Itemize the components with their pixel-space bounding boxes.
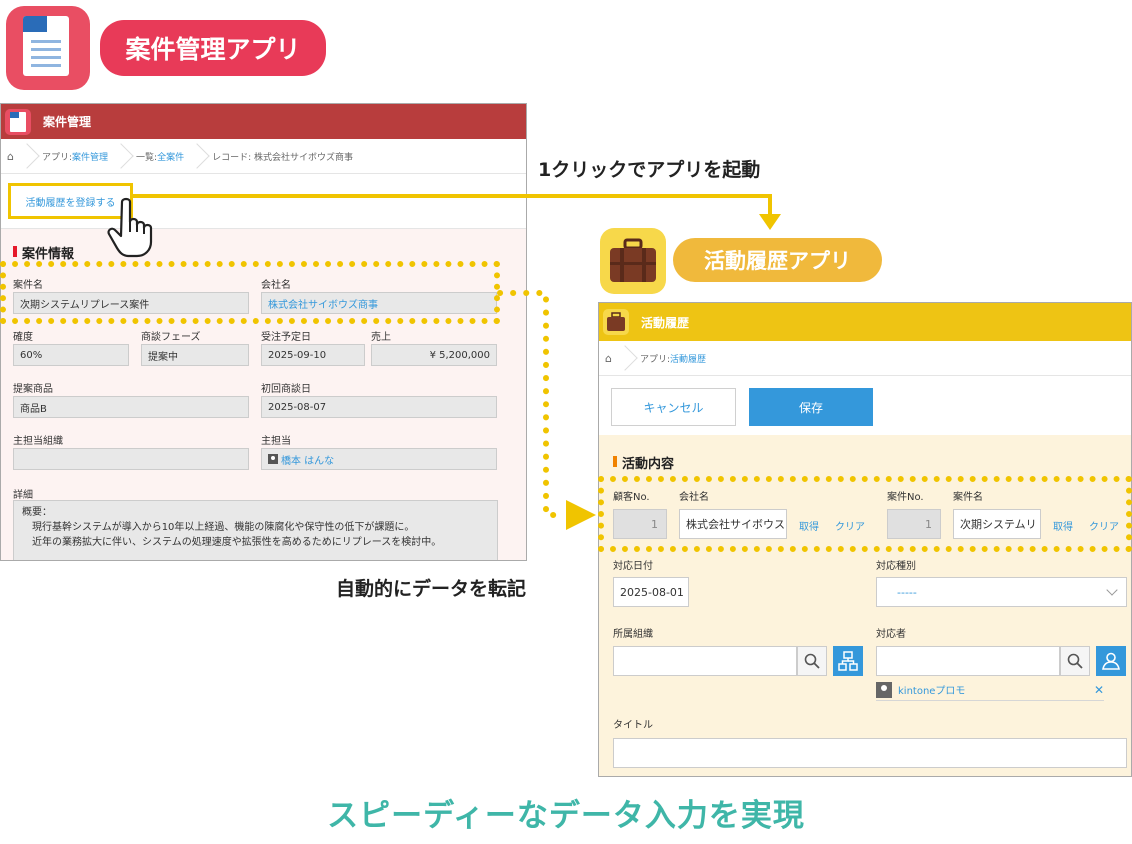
product-value: 商品B [13, 396, 249, 418]
window-titlebar: 案件管理 [1, 104, 526, 139]
breadcrumb-app[interactable]: アプリ:活動履歴 [639, 354, 707, 365]
target-fields-highlight [598, 476, 1132, 552]
type-label: 対応種別 [876, 561, 916, 572]
briefcase-icon [603, 309, 629, 335]
case-name-value: 次期システムリプレース案件 [13, 292, 249, 314]
breadcrumb-app[interactable]: アプリ:案件管理 [41, 152, 109, 163]
breadcrumb-list[interactable]: 一覧:全案件 [136, 152, 185, 163]
window-title: 活動履歴 [641, 315, 690, 330]
auto-copy-caption: 自動的にデータを転記 [336, 578, 527, 600]
case-record-window: 案件管理 ⌂ アプリ:案件管理 一覧:全案件 レコード: 株式会社サイボウズ商事… [0, 103, 527, 561]
org-chart-icon [838, 651, 858, 671]
sales-label: 売上 [371, 332, 391, 343]
owner-label: 主担当 [261, 436, 291, 447]
order-date-label: 受注予定日 [261, 332, 311, 343]
detail-label: 詳細 [13, 490, 33, 501]
hand-cursor-icon [107, 197, 153, 258]
selected-user-chip: kintoneプロモ ✕ [876, 679, 1104, 701]
detail-value: 概要： 現行基幹システムが導入から10年以上経過、機能の陳腐化や保守性の低下が課… [13, 500, 498, 560]
remove-user-icon[interactable]: ✕ [1093, 682, 1104, 697]
window-title: 案件管理 [43, 115, 92, 129]
search-icon [1067, 653, 1083, 669]
customer-no-field: 1 [613, 509, 667, 539]
user-icon [1102, 652, 1120, 670]
case-app-label: 案件管理アプリ [100, 20, 326, 76]
org-tree-button[interactable] [833, 646, 863, 676]
sales-value: ¥ 5,200,000 [371, 344, 497, 366]
customer-clear-link[interactable]: クリア [835, 522, 865, 533]
org-value [13, 448, 249, 470]
breadcrumb: ⌂ アプリ:案件管理 一覧:全案件 レコード: 株式会社サイボウズ商事 [1, 139, 526, 174]
detail-line: 概要： [22, 507, 52, 518]
section-title: 案件情報 [13, 243, 74, 262]
phase-label: 商談フェーズ [141, 332, 201, 343]
customer-no-label: 顧客No. [613, 492, 650, 503]
save-button[interactable]: 保存 [749, 388, 873, 426]
bottom-caption: スピーディーなデータ入力を実現 [327, 798, 805, 834]
title-label: タイトル [613, 720, 653, 731]
case-clear-link[interactable]: クリア [1089, 522, 1119, 533]
customer-fetch-link[interactable]: 取得 [799, 522, 819, 533]
org-search-button[interactable] [797, 646, 827, 676]
company-label: 会社名 [261, 280, 291, 291]
date-label: 対応日付 [613, 561, 653, 572]
window-titlebar: 活動履歴 [599, 303, 1131, 341]
first-meeting-value: 2025-08-07 [261, 396, 497, 418]
copy-arrow-head [566, 500, 596, 530]
activity-app-label: 活動履歴アプリ [673, 238, 882, 282]
launch-arrow-head [759, 214, 781, 230]
register-activity-button[interactable]: 活動履歴を登録する [8, 183, 133, 219]
record-toolbar: 活動履歴を登録する [1, 174, 526, 229]
detail-line: 近年の業務拡大に伴い、システムの処理速度や拡張性を高めるためにリプレースを検討中… [32, 537, 442, 548]
detail-line: 現行基幹システムが導入から10年以上経過、機能の陳腐化や保守性の低下が課題に。 [32, 522, 415, 533]
certainty-label: 確度 [13, 332, 33, 343]
activity-record-window: 活動履歴 ⌂ アプリ:活動履歴 キャンセル 保存 活動内容 顧客No. 1 会社… [598, 302, 1132, 777]
home-icon[interactable]: ⌂ [605, 351, 612, 365]
briefcase-icon [610, 238, 656, 282]
source-fields-highlight [0, 261, 500, 324]
phase-value: 提案中 [141, 344, 249, 366]
company-label: 会社名 [679, 492, 709, 503]
date-field[interactable]: 2025-08-01 [613, 577, 689, 607]
home-icon[interactable]: ⌂ [7, 149, 14, 163]
breadcrumb-record: レコード: 株式会社サイボウズ商事 [212, 152, 354, 163]
company-field[interactable]: 株式会社サイボウス [679, 509, 787, 539]
search-icon [804, 653, 820, 669]
case-no-label: 案件No. [887, 492, 924, 503]
person-field[interactable] [876, 646, 1060, 676]
org-field[interactable] [613, 646, 797, 676]
type-select[interactable]: ----- [876, 577, 1127, 607]
breadcrumb: ⌂ アプリ:活動履歴 [599, 341, 1131, 376]
case-name-label: 案件名 [953, 492, 983, 503]
user-icon [876, 681, 892, 698]
product-label: 提案商品 [13, 384, 53, 395]
case-name-field[interactable]: 次期システムリ [953, 509, 1041, 539]
section-title: 活動内容 [613, 453, 674, 472]
first-meeting-label: 初回商談日 [261, 384, 311, 395]
case-no-field: 1 [887, 509, 941, 539]
edit-toolbar: キャンセル 保存 [599, 376, 1131, 472]
person-search-button[interactable] [1060, 646, 1090, 676]
owner-value[interactable]: 橋本 はんな [261, 448, 497, 470]
selected-user-name[interactable]: kintoneプロモ [898, 686, 966, 697]
case-fetch-link[interactable]: 取得 [1053, 522, 1073, 533]
activity-app-icon [600, 228, 666, 294]
chevron-down-icon [1106, 584, 1118, 596]
cancel-button[interactable]: キャンセル [611, 388, 736, 426]
person-label: 対応者 [876, 629, 906, 640]
one-click-caption: 1クリックでアプリを起動 [538, 159, 761, 181]
org-label: 所属組織 [613, 629, 653, 640]
title-field[interactable] [613, 738, 1127, 768]
document-icon [23, 16, 69, 76]
document-icon [5, 108, 31, 135]
person-icon [268, 454, 278, 464]
certainty-value: 60% [13, 344, 129, 366]
case-name-label: 案件名 [13, 280, 43, 291]
person-select-button[interactable] [1096, 646, 1126, 676]
order-date-value: 2025-09-10 [261, 344, 365, 366]
case-app-icon [6, 6, 90, 90]
org-label: 主担当組織 [13, 436, 63, 447]
